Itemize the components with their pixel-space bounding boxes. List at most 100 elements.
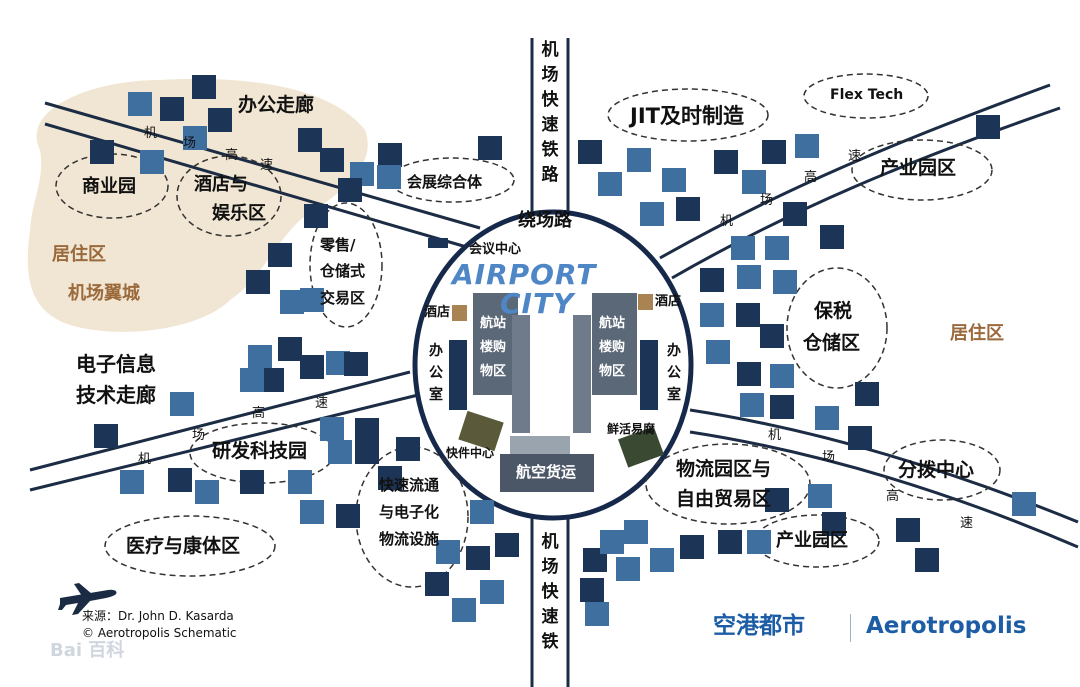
title-en: Aerotropolis — [866, 613, 1027, 639]
label-logistics-2: 与电子化 — [379, 503, 440, 521]
highway-label-br-4: 速 — [960, 516, 974, 531]
building-square — [650, 548, 674, 572]
label-office-left: 办公室 — [429, 343, 443, 403]
building-square — [298, 128, 322, 152]
building-square — [470, 500, 494, 524]
label-office-corridor: 办公走廊 — [238, 94, 315, 116]
highway-top-right — [659, 83, 1061, 280]
building-square — [425, 572, 449, 596]
building-square — [640, 202, 664, 226]
right-office-block — [640, 340, 658, 410]
airport-logo-line1: AIRPORT — [452, 258, 597, 291]
label-logistics-1: 快速流通 — [379, 476, 440, 494]
building-square — [737, 265, 761, 289]
concourse-left — [512, 315, 530, 433]
terminal-complex — [428, 238, 664, 492]
zone-industry-top — [851, 139, 993, 201]
express-block — [458, 410, 504, 452]
building-square — [580, 578, 604, 602]
terminal-left — [473, 293, 518, 395]
building-square — [742, 170, 766, 194]
building-square — [336, 504, 360, 528]
building-square — [765, 236, 789, 260]
highway-label-bl-4: 速 — [315, 396, 329, 411]
label-air-cargo: 航空货运 — [516, 463, 577, 481]
zone-hotel — [176, 155, 282, 237]
building-square — [128, 92, 152, 116]
label-industry-bottom: 产业园区 — [776, 530, 848, 551]
rail-label-bottom: 机场快速铁 — [541, 532, 559, 652]
label-electronics-1: 电子信息 — [76, 352, 156, 376]
building-square — [160, 97, 184, 121]
building-square — [700, 268, 724, 292]
building-square — [714, 150, 738, 174]
building-square — [731, 236, 755, 260]
label-express: 快件中心 — [446, 446, 495, 460]
label-electronics-2: 技术走廊 — [76, 383, 156, 407]
label-jit: JIT及时制造 — [630, 104, 744, 128]
building-square — [170, 392, 194, 416]
building-square — [762, 140, 786, 164]
highway-label-tr-4: 速 — [848, 149, 862, 164]
building-square — [585, 602, 609, 626]
cargo-base — [510, 436, 570, 454]
building-square — [737, 362, 761, 386]
building-square — [278, 337, 302, 361]
label-terminal-left-2: 楼购 — [480, 340, 507, 355]
left-office-block — [449, 340, 467, 410]
label-hotel-1: 酒店与 — [194, 174, 248, 195]
building-square — [624, 520, 648, 544]
label-residential-right: 居住区 — [950, 323, 1004, 344]
fresh-block — [618, 426, 664, 468]
highway-label-br-1: 机 — [768, 428, 782, 443]
highway-bottom-left — [29, 370, 419, 492]
zone-medical — [104, 515, 276, 577]
building-square — [94, 424, 118, 448]
building-square — [765, 488, 789, 512]
building-square — [240, 368, 264, 392]
hotel-right-block — [638, 294, 653, 310]
source-line-2: © Aerotropolis Schematic — [82, 626, 237, 640]
label-terminal-right-3: 物区 — [599, 364, 626, 379]
building-square — [355, 440, 379, 464]
building-square — [168, 468, 192, 492]
rail-line — [530, 38, 570, 687]
building-square — [320, 417, 344, 441]
concourse-right — [573, 315, 591, 433]
label-terminal-right-1: 航站 — [599, 316, 626, 331]
zone-flextech — [803, 73, 929, 119]
building-square — [740, 393, 764, 417]
highway-label-br-2: 场 — [822, 450, 836, 465]
label-retail-1: 零售/ — [320, 236, 356, 254]
label-flextech: Flex Tech — [830, 87, 904, 103]
building-square — [815, 406, 839, 430]
building-square — [700, 303, 724, 327]
building-square — [676, 197, 700, 221]
building-square — [747, 530, 771, 554]
building-square — [600, 530, 624, 554]
building-square — [452, 598, 476, 622]
label-retail-3: 交易区 — [320, 289, 366, 307]
building-square — [248, 345, 272, 369]
zone-retail — [309, 202, 383, 328]
building-square — [915, 548, 939, 572]
building-square — [820, 225, 844, 249]
building-square — [680, 535, 704, 559]
highway-label-br-3: 高 — [886, 489, 900, 504]
building-square — [288, 470, 312, 494]
cargo-building — [500, 454, 594, 492]
label-medical: 医疗与康体区 — [126, 535, 241, 557]
source-line-1: 来源：Dr. John D. Kasarda — [82, 609, 234, 623]
building-square — [662, 168, 686, 192]
building-square — [378, 466, 402, 490]
label-terminal-left-1: 航站 — [480, 316, 507, 331]
building-square — [192, 75, 216, 99]
zone-distribution — [883, 439, 1001, 501]
highway-label-tr-2: 场 — [760, 193, 774, 208]
zone-bonded — [786, 267, 888, 389]
building-square — [355, 418, 379, 442]
zone-logistics — [355, 446, 469, 588]
building-square — [300, 500, 324, 524]
label-fresh: 鲜活易腐 — [607, 422, 656, 436]
